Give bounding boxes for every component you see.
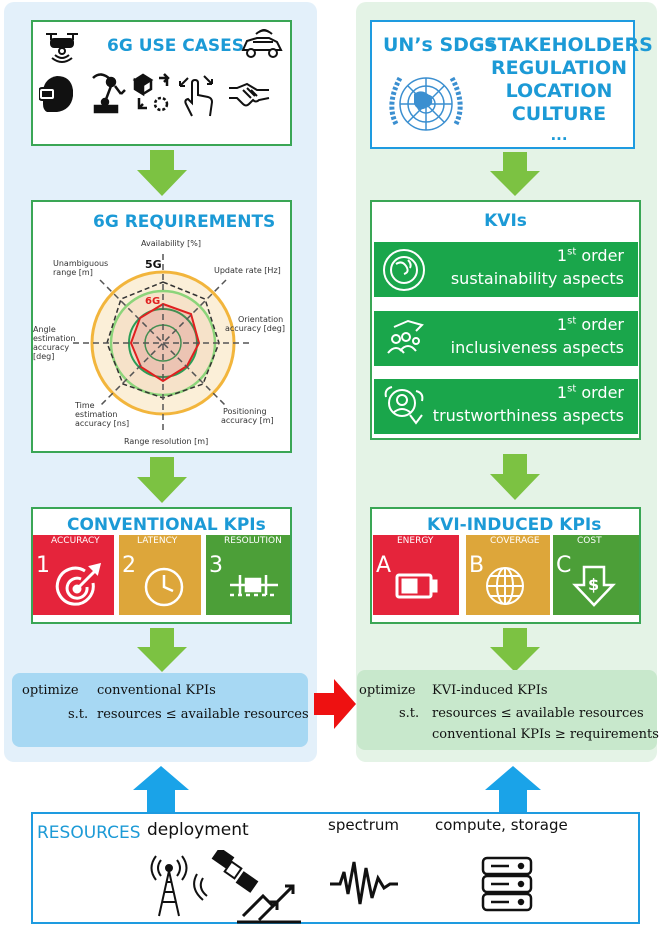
radar-6g-label: 6G (145, 296, 160, 307)
kpi-letter: A (376, 553, 392, 578)
touch-gesture-icon (179, 75, 214, 117)
sdg-culture: CULTURE (511, 103, 607, 125)
svg-text:$: $ (588, 575, 599, 594)
blue-up-arrow-right (485, 766, 541, 812)
resolution-icon (230, 575, 278, 597)
kvi-aspect: trustworthiness aspects (432, 406, 624, 425)
kpi-label: COST (577, 536, 602, 546)
drone-icon (46, 33, 78, 63)
trust-person-icon (384, 386, 424, 425)
sdg-title: UN’s SDGs (383, 34, 496, 56)
sdg-regulation: REGULATION (490, 57, 628, 79)
kpi-label: COVERAGE (490, 536, 540, 546)
resources-title: RESOURCES (37, 823, 141, 843)
earth-hands-icon (383, 249, 425, 291)
kvis-title: KVIs (484, 211, 527, 231)
cell-tower-icon (150, 855, 188, 917)
robot-arm-icon (92, 73, 126, 114)
vr-headset-icon (39, 76, 73, 112)
use-cases-title: 6G USE CASES (107, 36, 245, 56)
target-icon (55, 563, 101, 606)
people-hands-icon (387, 319, 424, 354)
arrow-down-r1 (490, 152, 540, 196)
kpi-coverage-tile: B COVERAGE (466, 535, 550, 615)
radar-5g-label: 5G (145, 258, 162, 271)
kpi-num: 2 (122, 553, 136, 578)
sdg-stakeholders: STAKEHOLDERS (484, 34, 653, 56)
dollar-down-icon: $ (572, 565, 616, 607)
kvi-order: 1st order (556, 315, 624, 334)
use-cases-box: 6G USE CASES (31, 20, 292, 146)
kvi-order: 1st order (556, 246, 624, 265)
compute-storage-label: compute, storage (435, 816, 568, 834)
right-optimization-box (357, 670, 657, 750)
battery-icon (395, 573, 438, 599)
kpi-letter: C (556, 553, 572, 578)
arrow-down-r2 (490, 454, 540, 500)
arrow-down-2 (137, 457, 187, 503)
kvi-trustworthiness-bar: 1st order trustworthiness aspects (374, 379, 638, 434)
deployment-label: deployment (147, 820, 249, 840)
left-optimization-box (12, 673, 308, 747)
requirements-title: 6G REQUIREMENTS (93, 212, 276, 232)
kpi-label: RESOLUTION (224, 536, 282, 546)
arrow-down-3 (137, 628, 187, 672)
sdg-ellipsis: ... (550, 126, 568, 144)
arrow-down-r3 (490, 628, 540, 672)
blue-up-arrow-left (133, 766, 189, 812)
kpi-label: LATENCY (137, 536, 178, 546)
kpi-cost-tile: C COST $ (553, 535, 639, 615)
globe-icon (486, 567, 524, 605)
car-icon (241, 29, 283, 58)
kpi-num: 1 (36, 553, 50, 578)
red-right-arrow (314, 679, 356, 729)
resources-box: RESOURCES deployment spectrum compute, s… (31, 812, 640, 924)
left-st-keyword: s.t. (68, 707, 89, 722)
sdg-box: UN’s SDGs STAKEHOLDERS REGULATION LOCATI… (370, 20, 653, 149)
kpi-latency-tile: 2 LATENCY (119, 535, 201, 615)
conventional-kpis-title: CONVENTIONAL KPIs (67, 515, 266, 535)
kvi-inclusiveness-bar: 1st order inclusiveness aspects (374, 311, 638, 366)
spectrum-label: spectrum (328, 816, 399, 834)
spectrum-waveform-icon (330, 861, 398, 905)
logistics-icon (132, 73, 170, 112)
kpi-accuracy-tile: 1 ACCURACY (33, 535, 114, 615)
right-st-keyword: s.t. (399, 706, 420, 721)
right-constraint-2: conventional KPIs ≥ requirements (432, 727, 659, 742)
kpi-letter: B (469, 553, 485, 578)
axis-range-resolution: Range resolution [m] (124, 437, 208, 446)
radar-chart: 5G 6G Availability [%] Update rate [Hz] … (33, 239, 285, 446)
axis-availability: Availability [%] (141, 239, 201, 248)
right-opt-keyword: optimize (359, 683, 416, 698)
kvi-kpis-title: KVI-INDUCED KPIs (427, 515, 602, 535)
kvi-aspect: inclusiveness aspects (450, 338, 624, 357)
server-icon (481, 856, 533, 912)
kvi-sustainability-bar: 1st order sustainability aspects (374, 242, 638, 297)
kpi-label: ENERGY (397, 536, 434, 546)
requirements-box: 6G REQUIREMENTS 5G 6G Availability [%] U… (31, 200, 292, 453)
left-constraint: resources ≤ available resources (97, 707, 309, 722)
kpi-energy-tile: A ENERGY (373, 535, 459, 615)
clock-icon (144, 567, 184, 607)
sdg-location: LOCATION (505, 80, 613, 102)
kpi-resolution-tile: 3 RESOLUTION (206, 535, 290, 615)
un-emblem-icon (389, 76, 463, 131)
arrow-down-1 (137, 150, 187, 196)
left-opt-objective: conventional KPIs (97, 683, 216, 698)
right-opt-objective: KVI-induced KPIs (432, 683, 548, 698)
right-constraint-1: resources ≤ available resources (432, 706, 644, 721)
kvi-aspect: sustainability aspects (450, 269, 624, 288)
axis-update-rate: Update rate [Hz] (214, 266, 281, 275)
satellite-icon (193, 850, 301, 924)
kvi-order: 1st order (556, 383, 624, 402)
left-opt-keyword: optimize (22, 683, 79, 698)
kpi-num: 3 (209, 553, 223, 578)
handshake-icon (229, 82, 270, 107)
kpi-label: ACCURACY (51, 536, 100, 546)
